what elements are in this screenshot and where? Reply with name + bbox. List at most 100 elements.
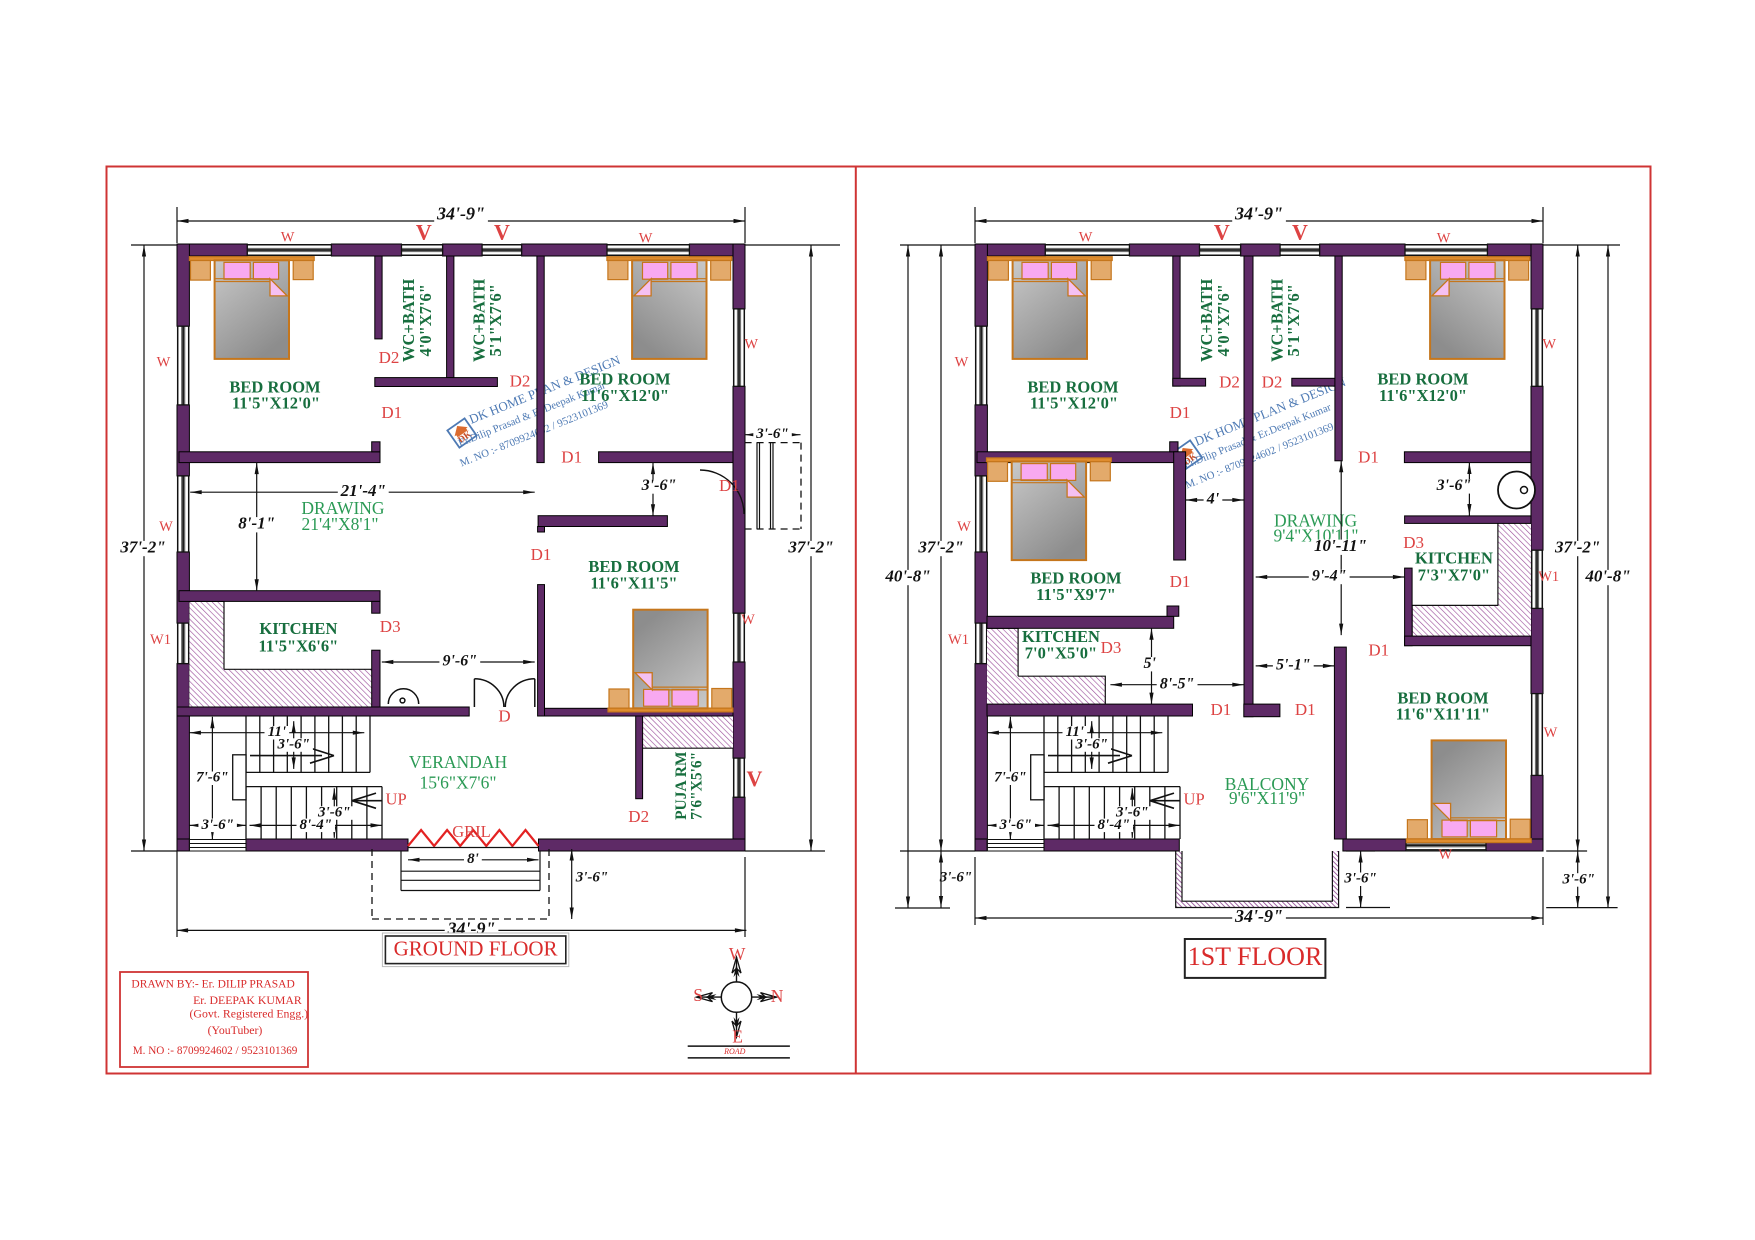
svg-text:37'-2": 37'-2" xyxy=(787,537,833,556)
svg-text:D1: D1 xyxy=(1211,700,1232,719)
svg-text:W: W xyxy=(159,519,173,535)
svg-text:W: W xyxy=(957,519,971,535)
svg-text:D2: D2 xyxy=(628,807,649,826)
svg-text:4'0"X7'6": 4'0"X7'6" xyxy=(416,284,435,356)
svg-text:W: W xyxy=(1542,337,1556,353)
svg-text:11'6"X12'0": 11'6"X12'0" xyxy=(581,386,669,405)
svg-text:Er. DEEPAK KUMAR: Er. DEEPAK KUMAR xyxy=(193,993,302,1007)
svg-text:8': 8' xyxy=(467,851,479,867)
svg-text:9'6"X11'9": 9'6"X11'9" xyxy=(1229,788,1305,808)
svg-text:1ST FLOOR: 1ST FLOOR xyxy=(1188,942,1323,971)
svg-text:7'3"X7'0": 7'3"X7'0" xyxy=(1418,565,1490,584)
svg-text:(Govt. Registered Engg.): (Govt. Registered Engg.) xyxy=(190,1007,309,1021)
svg-text:KITCHEN: KITCHEN xyxy=(1415,548,1493,567)
svg-text:WC+BATH: WC+BATH xyxy=(1197,278,1216,362)
svg-text:3'-6": 3'-6" xyxy=(276,736,310,752)
svg-text:3'-6": 3'-6" xyxy=(317,804,351,820)
svg-text:BED ROOM: BED ROOM xyxy=(1397,688,1489,707)
svg-text:BALCONY: BALCONY xyxy=(1225,774,1310,794)
svg-text:W: W xyxy=(741,612,755,628)
svg-text:11': 11' xyxy=(1066,724,1084,740)
svg-text:3'-6": 3'-6" xyxy=(755,426,789,442)
svg-text:11'5"X9'7": 11'5"X9'7" xyxy=(1036,585,1116,604)
svg-text:7'0"X5'0": 7'0"X5'0" xyxy=(1025,643,1097,662)
svg-text:21'4"X8'1": 21'4"X8'1" xyxy=(302,514,379,534)
svg-text:W: W xyxy=(744,337,758,353)
svg-text:5': 5' xyxy=(1143,655,1156,672)
svg-text:W: W xyxy=(955,355,969,371)
svg-text:34'-9": 34'-9" xyxy=(436,204,485,224)
svg-text:V: V xyxy=(494,220,510,245)
svg-text:37'-2": 37'-2" xyxy=(917,537,963,556)
svg-text:D1: D1 xyxy=(1295,700,1316,719)
svg-text:D1: D1 xyxy=(381,403,402,422)
svg-text:S: S xyxy=(693,985,703,1005)
svg-text:N: N xyxy=(771,986,784,1006)
svg-text:D1: D1 xyxy=(1170,572,1191,591)
svg-text:3'-6": 3'-6" xyxy=(575,869,609,885)
svg-text:W: W xyxy=(729,944,746,964)
svg-text:D2: D2 xyxy=(510,371,531,390)
svg-text:UP: UP xyxy=(386,789,407,808)
svg-text:BED ROOM: BED ROOM xyxy=(579,369,671,388)
svg-text:BED ROOM: BED ROOM xyxy=(229,377,321,396)
svg-text:37'-2": 37'-2" xyxy=(119,537,165,556)
svg-text:11'5"X12'0": 11'5"X12'0" xyxy=(232,393,320,412)
svg-text:DRAWING: DRAWING xyxy=(301,498,385,518)
svg-text:D2: D2 xyxy=(1219,372,1240,391)
svg-text:40'-8": 40'-8" xyxy=(1584,566,1630,585)
svg-text:D1: D1 xyxy=(1170,403,1191,422)
svg-text:D2: D2 xyxy=(379,348,400,367)
svg-text:WC+BATH: WC+BATH xyxy=(469,278,488,362)
svg-text:KITCHEN: KITCHEN xyxy=(1022,627,1100,646)
svg-text:5'1"X7'6": 5'1"X7'6" xyxy=(1284,284,1303,356)
svg-text:D: D xyxy=(498,706,510,725)
svg-text:D2: D2 xyxy=(1262,372,1283,391)
svg-text:8'-4": 8'-4" xyxy=(1098,817,1131,833)
svg-text:V: V xyxy=(416,220,432,245)
svg-text:W: W xyxy=(1544,725,1558,741)
svg-text:3'-6": 3'-6" xyxy=(1561,871,1595,887)
svg-text:V: V xyxy=(1292,220,1308,245)
svg-text:40'-8": 40'-8" xyxy=(884,566,930,585)
svg-text:11'5"X6'6": 11'5"X6'6" xyxy=(259,637,339,656)
svg-text:D1: D1 xyxy=(561,448,582,467)
svg-text:7'-6": 7'-6" xyxy=(994,770,1027,786)
svg-text:VERANDAH: VERANDAH xyxy=(409,752,508,772)
svg-text:BED ROOM: BED ROOM xyxy=(588,557,680,576)
svg-text:W1: W1 xyxy=(948,632,969,648)
svg-text:W1: W1 xyxy=(1538,569,1559,585)
svg-text:GRIL: GRIL xyxy=(452,822,491,841)
svg-text:D3: D3 xyxy=(1101,638,1122,657)
svg-text:WC+BATH: WC+BATH xyxy=(399,278,418,362)
svg-text:BED ROOM: BED ROOM xyxy=(1027,377,1119,396)
svg-text:W: W xyxy=(1079,229,1093,245)
svg-text:3'-6": 3'-6" xyxy=(998,817,1032,833)
svg-text:KITCHEN: KITCHEN xyxy=(259,619,337,638)
svg-text:W: W xyxy=(157,355,171,371)
svg-text:11'6"X12'0": 11'6"X12'0" xyxy=(1379,386,1467,405)
svg-text:ROAD: ROAD xyxy=(723,1047,746,1056)
svg-text:W: W xyxy=(1437,230,1451,246)
svg-text:11'6"X11'5": 11'6"X11'5" xyxy=(590,573,677,592)
svg-text:D1: D1 xyxy=(1358,448,1379,467)
svg-text:PUJA RM: PUJA RM xyxy=(673,751,690,820)
svg-text:21'-4": 21'-4" xyxy=(340,481,386,500)
svg-text:DRAWING: DRAWING xyxy=(1274,510,1358,530)
svg-text:D3: D3 xyxy=(380,617,401,636)
svg-text:34'-9": 34'-9" xyxy=(1234,906,1283,926)
svg-text:4'0"X7'6": 4'0"X7'6" xyxy=(1214,284,1233,356)
svg-text:WC+BATH: WC+BATH xyxy=(1267,278,1286,362)
svg-text:W: W xyxy=(281,229,295,245)
svg-text:3'-6": 3'-6" xyxy=(939,869,973,885)
svg-text:10'-11": 10'-11" xyxy=(1314,536,1367,555)
svg-text:GROUND FLOOR: GROUND FLOOR xyxy=(394,936,558,960)
svg-text:7'-6": 7'-6" xyxy=(196,770,229,786)
svg-text:BED ROOM: BED ROOM xyxy=(1377,369,1469,388)
svg-text:8'-1": 8'-1" xyxy=(238,514,275,533)
svg-text:5'-1": 5'-1" xyxy=(1276,657,1311,674)
svg-text:M. NO :- 8709924602 / 95231013: M. NO :- 8709924602 / 9523101369 xyxy=(133,1045,298,1057)
svg-text:W: W xyxy=(1438,847,1452,863)
svg-text:9'-4": 9'-4" xyxy=(1312,568,1347,585)
svg-text:3'-6": 3'-6" xyxy=(200,817,234,833)
